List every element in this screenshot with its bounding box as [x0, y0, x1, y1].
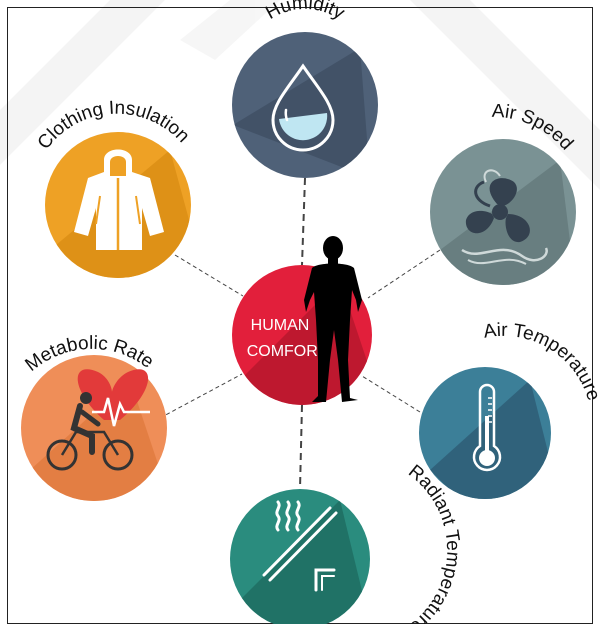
factor-air-temperature: Air Temperature — [419, 320, 600, 499]
fan-icon — [461, 169, 548, 265]
connectors — [159, 177, 441, 490]
factor-humidity: Humidity — [232, 0, 378, 178]
factor-clothing-insulation: Clothing Insulation — [34, 98, 193, 278]
center-label-line1: HUMAN — [251, 317, 310, 334]
factor-air-speed: Air Speed — [430, 101, 577, 285]
background-watermark — [0, 0, 600, 190]
thermometer-icon — [472, 383, 502, 472]
cyclist-heart-icon — [46, 369, 150, 471]
person-silhouette-icon — [304, 236, 362, 402]
center-label-line2: COMFORT — [247, 343, 328, 360]
radiant-heater-icon — [262, 500, 338, 592]
factor-metabolic-rate: Metabolic Rate — [21, 333, 167, 501]
water-drop-icon — [271, 63, 335, 152]
factor-radiant-temperature: Radiant Temperature — [230, 461, 463, 624]
svg-text:Humidity: Humidity — [262, 0, 348, 24]
jacket-icon — [74, 149, 164, 250]
center-human-comfort: HUMAN COMFORT — [232, 236, 372, 405]
humidity-label: Humidity — [262, 0, 348, 24]
